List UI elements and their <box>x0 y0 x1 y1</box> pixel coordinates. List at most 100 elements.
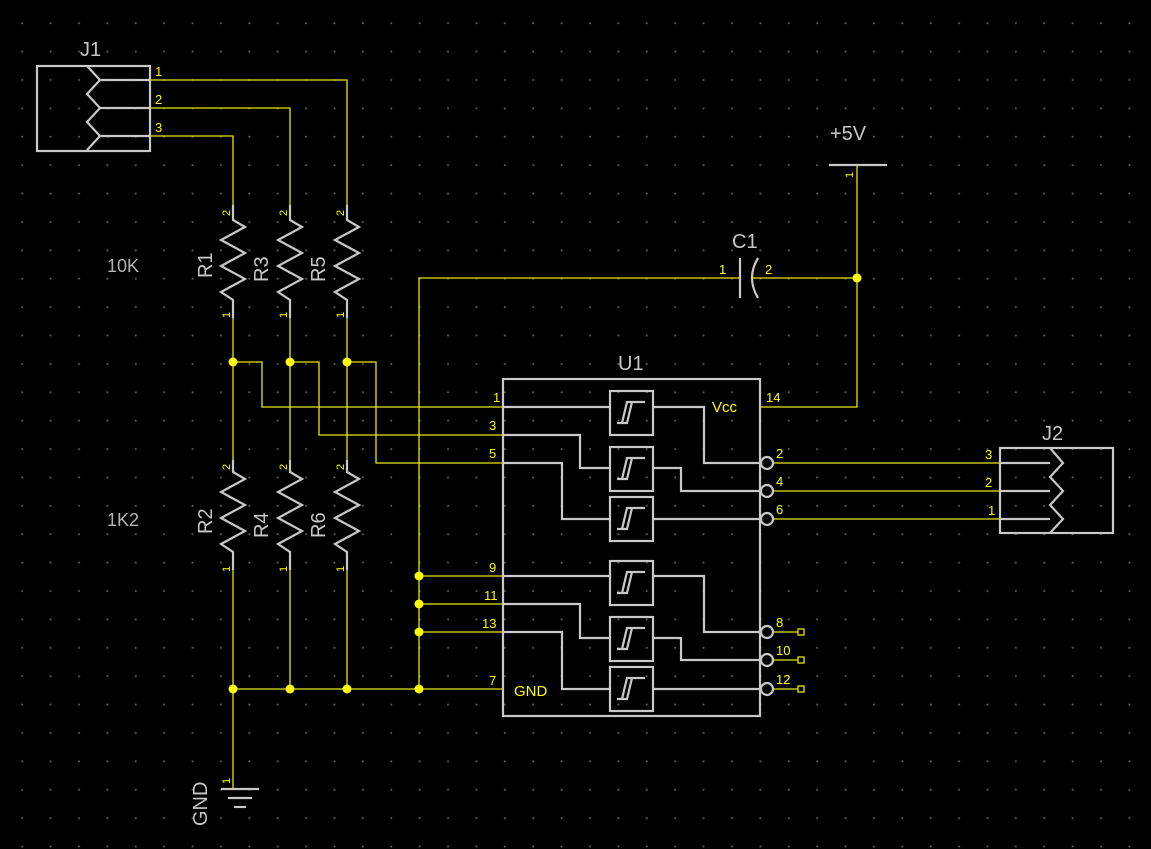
gate-box <box>608 665 655 713</box>
schmitt-icon <box>617 400 645 425</box>
u1-vcc-label: Vcc <box>712 399 738 416</box>
r4-pin-bottom: 1 <box>278 566 290 572</box>
schmitt-gate-6 <box>608 665 655 713</box>
junction-dot <box>414 627 424 637</box>
gate-box <box>608 445 655 493</box>
r3-zigzag <box>275 205 305 318</box>
schmitt-gate-5 <box>608 615 655 663</box>
connector-j1[interactable]: J1 1 2 3 <box>35 39 162 153</box>
junction-dot <box>285 684 295 694</box>
junction-dot <box>285 357 295 367</box>
r1-pin-bottom: 1 <box>221 312 233 318</box>
power-label: +5V <box>830 123 867 145</box>
junction-dot <box>852 273 862 283</box>
u1-output-bubble <box>759 624 775 640</box>
c1-ref: C1 <box>732 231 758 253</box>
r5-ref: R5 <box>308 256 330 282</box>
schmitt-icon <box>617 626 645 651</box>
u1-output-bubble <box>759 681 775 697</box>
r6-pin-bottom: 1 <box>335 566 347 572</box>
u1-left-pin: 7 <box>489 673 496 688</box>
j1-ref: J1 <box>80 39 101 61</box>
u1-body <box>501 377 762 718</box>
resistor-r4[interactable]: 2 1 R4 <box>251 460 305 572</box>
r1-pin-top: 2 <box>221 210 233 216</box>
r1-ref: R1 <box>195 252 217 278</box>
schmitt-icon <box>617 456 645 481</box>
schmitt-icon <box>617 506 645 531</box>
wire-node1-u1-pin1 <box>233 361 503 408</box>
wire-j1-pin1 <box>150 79 348 205</box>
gate-box <box>608 559 655 607</box>
no-connect-marker <box>797 656 805 664</box>
r6-zigzag <box>332 460 362 570</box>
resistor-value-top: 10K <box>107 256 139 276</box>
u1-route <box>503 630 610 691</box>
u1-route <box>653 636 760 662</box>
u1-right-pin: 2 <box>776 446 783 461</box>
schmitt-gate-3 <box>608 495 655 543</box>
r5-pin-bottom: 1 <box>335 312 347 318</box>
power-pin: 1 <box>844 172 856 178</box>
u1-left-pin: 11 <box>484 588 498 603</box>
wire-j1-pin3 <box>150 135 234 205</box>
j2-ref: J2 <box>1042 423 1063 445</box>
resistor-r5[interactable]: 2 1 R5 <box>308 205 362 318</box>
u1-internal-routing <box>503 405 760 691</box>
wire-c1-left <box>418 277 740 689</box>
r4-pin-top: 2 <box>278 464 290 470</box>
r5-pin-top: 2 <box>335 210 347 216</box>
wire-node3-u1-pin5 <box>347 361 503 464</box>
r2-pin-top: 2 <box>221 464 233 470</box>
u1-route <box>653 574 760 634</box>
resistor-r3[interactable]: 2 1 R3 <box>251 205 305 318</box>
r6-ref: R6 <box>308 512 330 538</box>
junction-dot <box>342 684 352 694</box>
capacitor-c1[interactable]: C1 1 2 <box>719 231 772 299</box>
u1-right-pin: 4 <box>776 474 783 489</box>
u1-left-pin: 13 <box>482 616 496 631</box>
r1-zigzag <box>218 205 248 318</box>
power-5v[interactable]: +5V 1 <box>829 123 887 178</box>
r4-zigzag <box>275 460 305 570</box>
r3-ref: R3 <box>251 256 273 282</box>
no-connect-marker <box>797 685 805 693</box>
junction-dot <box>228 684 238 694</box>
resistor-r2[interactable]: 2 1 R2 <box>195 460 248 572</box>
gate-box <box>608 389 655 437</box>
j2-pin-label: 3 <box>985 447 992 462</box>
u1-output-bubble <box>759 483 775 499</box>
r3-pin-top: 2 <box>278 210 290 216</box>
u1-left-pin: 5 <box>489 446 496 461</box>
ic-u1[interactable]: U1 Vcc GND 1 3 5 9 11 13 7 14 2 4 6 8 10… <box>482 353 805 718</box>
ground-symbol[interactable]: 1 GND <box>190 778 259 826</box>
r4-ref: R4 <box>251 512 273 538</box>
junction-dot <box>414 684 424 694</box>
c1-pin-left: 1 <box>719 262 726 277</box>
resistor-value-bottom: 1K2 <box>107 510 139 530</box>
gate-box <box>608 615 655 663</box>
ground-pin: 1 <box>221 778 233 784</box>
u1-right-pin: 10 <box>776 643 790 658</box>
resistor-r1[interactable]: 2 1 R1 <box>195 205 248 318</box>
u1-right-pin: 14 <box>766 390 780 405</box>
j1-pin-label: 1 <box>155 64 162 79</box>
u1-gnd-label: GND <box>514 683 548 700</box>
schmitt-icon <box>617 570 645 595</box>
r2-zigzag <box>218 460 248 570</box>
ground-label: GND <box>190 782 212 826</box>
gate-box <box>608 495 655 543</box>
u1-route <box>653 405 760 465</box>
junction-dot <box>414 571 424 581</box>
wires <box>150 79 1000 780</box>
junction-dot <box>342 357 352 367</box>
resistor-r6[interactable]: 2 1 R6 <box>308 460 362 572</box>
no-connect-marker <box>797 628 805 636</box>
r2-pin-bottom: 1 <box>221 566 233 572</box>
wire-j1-pin2 <box>150 107 291 205</box>
j2-contact-zigzag <box>1048 447 1065 534</box>
u1-route <box>653 466 760 493</box>
u1-output-bubble <box>759 455 775 471</box>
connector-j2[interactable]: J2 3 2 1 <box>985 423 1115 535</box>
